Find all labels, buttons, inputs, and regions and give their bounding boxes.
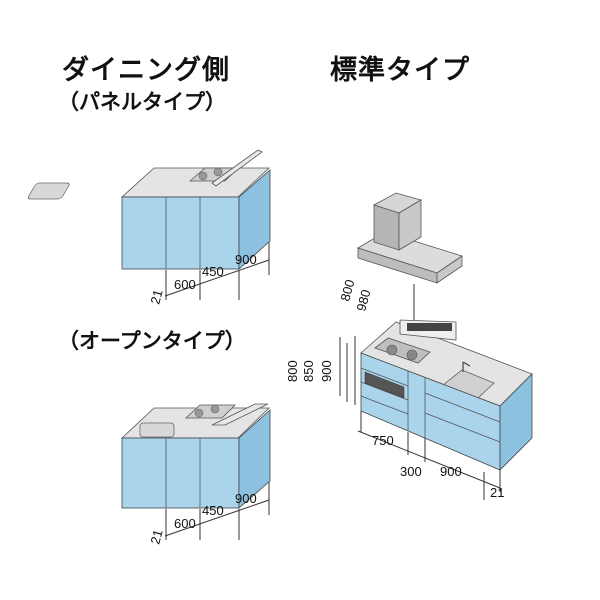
- open-backguard: [211, 403, 269, 426]
- open-dim-600: 600: [174, 516, 196, 531]
- title-dining-side: ダイニング側: [62, 55, 230, 86]
- open-sink: [139, 422, 175, 438]
- std-dim-hood-800: 800: [337, 278, 357, 303]
- open-side-face: [238, 409, 271, 509]
- std-dim-height-850: 850: [301, 360, 316, 382]
- open-dim-900: 900: [235, 491, 257, 506]
- open-front-face: [121, 437, 240, 509]
- panel-sink: [27, 182, 70, 200]
- title-standard-type: 標準タイプ: [330, 55, 470, 86]
- std-dim-900: 900: [440, 464, 462, 479]
- open-dim-450: 450: [202, 503, 224, 518]
- panel-dim-21: 21: [147, 288, 165, 306]
- std-side-face: [499, 373, 533, 471]
- title-panel-type: （パネルタイプ）: [58, 90, 226, 114]
- std-dim-height-800: 800: [285, 360, 300, 382]
- title-open-type: （オープンタイプ）: [58, 329, 246, 353]
- std-dim-height-900: 900: [319, 360, 334, 382]
- std-dim-750: 750: [372, 433, 394, 448]
- panel-type-kitchen: [27, 149, 271, 300]
- hood-duct-side: [398, 199, 422, 251]
- panel-backguard: [211, 149, 263, 187]
- panel-side-face: [238, 169, 271, 270]
- std-dim-21: 21: [490, 485, 504, 500]
- panel-dim-450: 450: [202, 264, 224, 279]
- panel-front-face: [121, 196, 240, 270]
- open-type-kitchen: [120, 403, 271, 540]
- std-dim-300: 300: [400, 464, 422, 479]
- open-dim-21: 21: [147, 528, 165, 546]
- std-dim-hood-980: 980: [353, 288, 373, 313]
- standard-type-kitchen: [339, 192, 533, 500]
- hood-duct-front: [373, 204, 400, 251]
- panel-dim-600: 600: [174, 277, 196, 292]
- panel-dim-900: 900: [235, 252, 257, 267]
